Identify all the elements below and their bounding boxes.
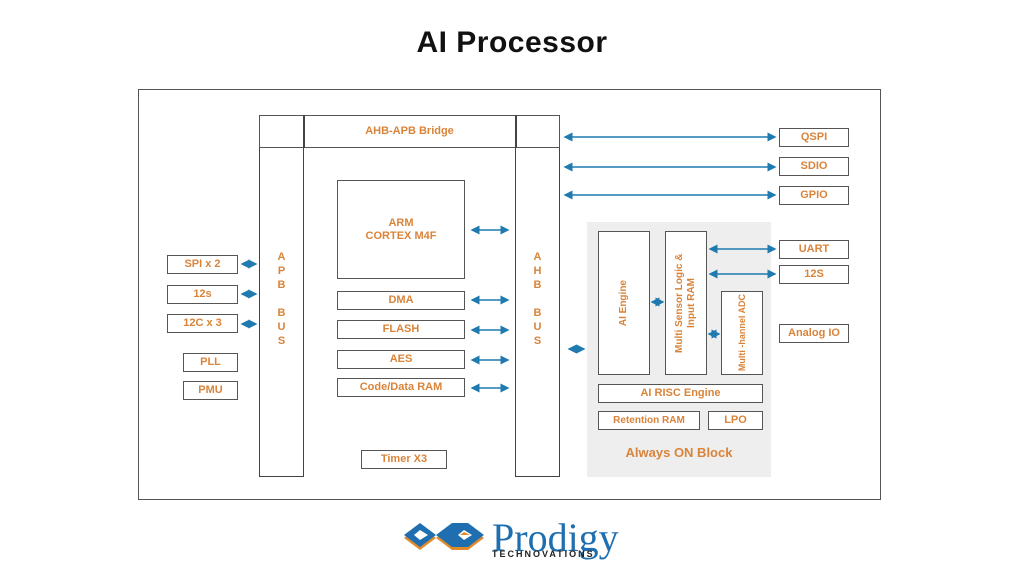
apb-bus-label: A P B B U S	[277, 251, 286, 347]
ai-engine-block: AI Engine	[598, 231, 650, 375]
bridge-label: AHB-APB Bridge	[365, 125, 454, 137]
apb-bus-column	[259, 115, 304, 477]
flash-label: FLASH	[382, 323, 420, 335]
ai-risc-label: AI RISC Engine	[640, 387, 721, 399]
qspi-block: QSPI	[779, 128, 849, 147]
dma-block: DMA	[337, 291, 465, 310]
retention-ram-label: Retention RAM	[613, 415, 685, 426]
i2s-block: 12s	[167, 285, 238, 304]
logo-subtitle: TECHNOVATIONS	[492, 549, 595, 559]
code-data-ram-block: Code/Data RAM	[337, 378, 465, 397]
uart-block: UART	[779, 240, 849, 259]
always-on-label: Always ON Block	[625, 445, 733, 460]
sdio-label: SDIO	[800, 160, 828, 172]
pmu-block: PMU	[183, 381, 238, 400]
spi-block: SPI x 2	[167, 255, 238, 274]
i2s-right-block: 12S	[779, 265, 849, 284]
retention-ram-block: Retention RAM	[598, 411, 700, 430]
bridge-divider-left	[303, 115, 305, 148]
pll-label: PLL	[200, 356, 221, 368]
ai-risc-block: AI RISC Engine	[598, 384, 763, 403]
i2s-right-label: 12S	[804, 268, 824, 280]
i2c-label: 12C x 3	[183, 317, 222, 329]
cpu-block: ARM CORTEX M4F	[337, 180, 465, 279]
code-data-ram-label: Code/Data RAM	[359, 381, 443, 393]
timer-block: Timer X3	[361, 450, 447, 469]
cpu-label: ARM CORTEX M4F	[365, 216, 437, 242]
pll-block: PLL	[183, 353, 238, 372]
adc-block: Multi -hannel ADC	[721, 291, 763, 375]
analog-io-block: Analog IO	[779, 324, 849, 343]
ahb-bus-column	[515, 115, 560, 477]
page-title: AI Processor	[416, 26, 608, 59]
flash-block: FLASH	[337, 320, 465, 339]
timer-label: Timer X3	[380, 453, 428, 465]
aes-label: AES	[389, 353, 413, 365]
prodigy-logo-icon	[404, 523, 484, 550]
sdio-block: SDIO	[779, 157, 849, 176]
gpio-label: GPIO	[800, 189, 828, 201]
aes-block: AES	[337, 350, 465, 369]
qspi-label: QSPI	[800, 131, 828, 143]
bridge-block: AHB-APB Bridge	[259, 115, 560, 148]
i2c-block: 12C x 3	[167, 314, 238, 333]
pmu-label: PMU	[198, 384, 223, 396]
analog-io-label: Analog IO	[788, 327, 840, 339]
ahb-bus-label: A H B B U S	[533, 251, 542, 347]
logo-name: Prodigy	[492, 515, 619, 560]
multi-sensor-block: Multi Sensor Logic & Input RAM	[665, 231, 707, 375]
spi-label: SPI x 2	[184, 258, 221, 270]
lpo-block: LPO	[708, 411, 763, 430]
bridge-divider-right	[515, 115, 517, 148]
gpio-block: GPIO	[779, 186, 849, 205]
diagram-frame	[138, 89, 881, 500]
lpo-label: LPO	[724, 414, 747, 426]
dma-label: DMA	[388, 294, 414, 306]
uart-label: UART	[798, 243, 830, 255]
i2s-label: 12s	[193, 288, 212, 300]
